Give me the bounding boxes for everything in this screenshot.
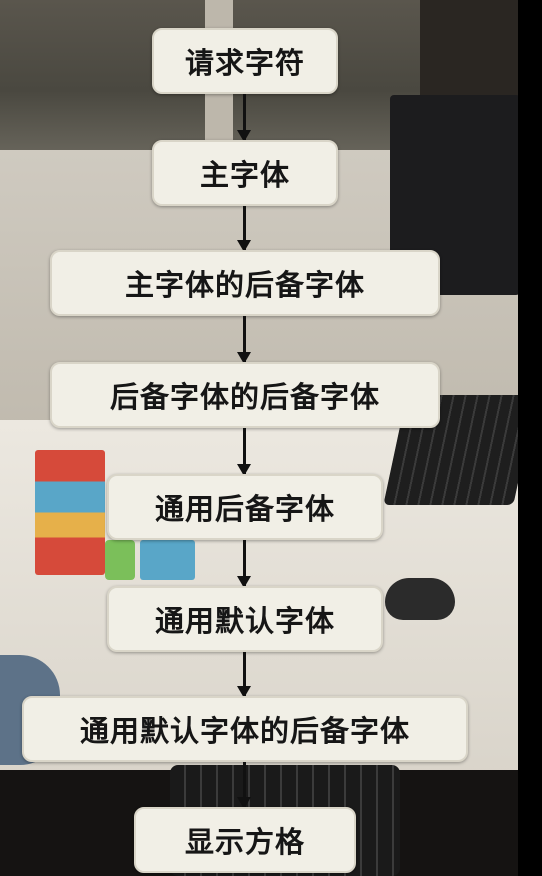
arrow-6: [237, 652, 251, 698]
mouse: [385, 578, 455, 620]
arrow-3: [237, 316, 251, 364]
step-primary-font: 主字体: [152, 140, 338, 206]
step-generic-fallback: 通用后备字体: [107, 474, 383, 540]
toy-blocks-small: [140, 540, 195, 580]
arrow-5: [237, 540, 251, 588]
step-primary-font-fallback: 主字体的后备字体: [50, 250, 440, 316]
toy-robot: [105, 540, 135, 580]
arrow-7: [237, 762, 251, 809]
toy-blocks: [35, 450, 105, 575]
arrow-4: [237, 428, 251, 476]
step-generic-default: 通用默认字体: [107, 586, 383, 652]
step-generic-default-fallback: 通用默认字体的后备字体: [22, 696, 468, 762]
arrow-2: [237, 206, 251, 252]
step-show-tofu-box: 显示方格: [134, 807, 356, 873]
step-request-character: 请求字符: [152, 28, 338, 94]
right-edge-strip: [518, 0, 542, 876]
step-fallback-of-fallback: 后备字体的后备字体: [50, 362, 440, 428]
arrow-1: [237, 94, 251, 142]
